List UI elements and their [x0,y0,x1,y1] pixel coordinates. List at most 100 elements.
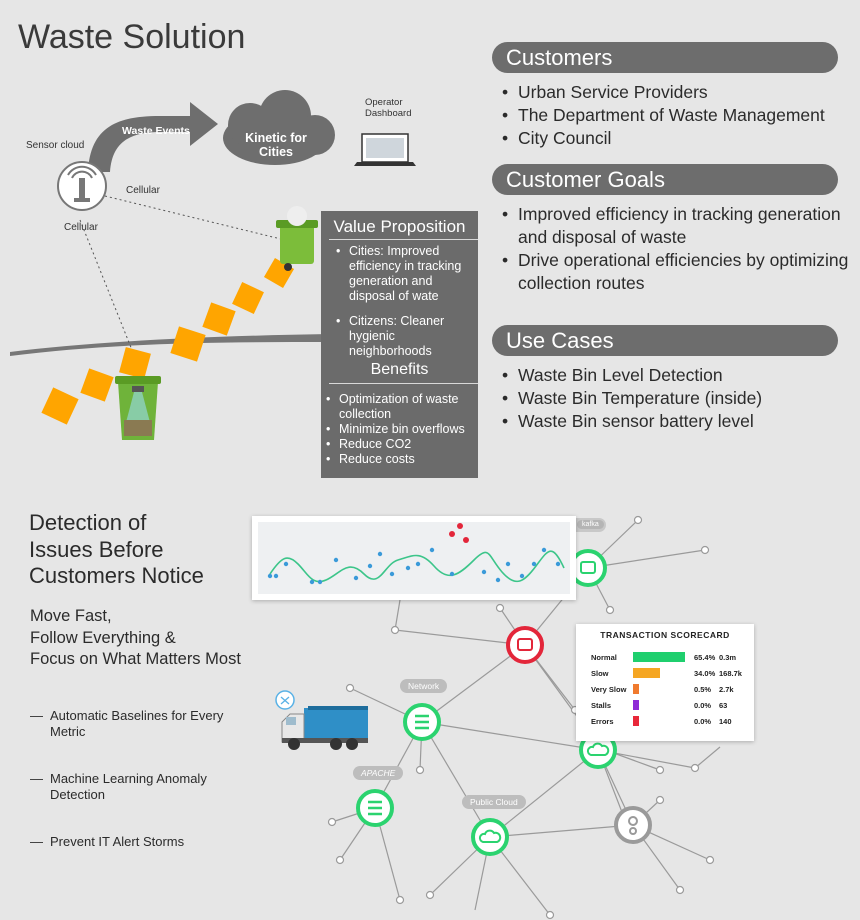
customers-header: Customers [492,42,838,73]
scorecard-percent: 0.5% [694,685,712,694]
scorecard-title: TRANSACTION SCORECARD [600,630,730,640]
list-item: Cities: Improved efficiency in tracking … [331,244,478,304]
ground-band [10,334,330,356]
cloud-icon [223,90,335,165]
network-graph [327,515,721,920]
list-item: Waste Bin sensor battery level [500,410,762,433]
sensor-cloud-label: Sensor cloud [26,140,85,151]
operator-dashboard-label: Operator Dashboard [365,97,412,119]
collection-route-squares [41,257,295,425]
list-item: Minimize bin overflows [321,422,478,437]
list-item: City Council [500,127,825,150]
value-proposition-list: Cities: Improved efficiency in tracking … [321,244,478,359]
network-small-nodes [327,515,715,920]
list-item: Waste Bin Temperature (inside) [500,387,762,410]
scorecard-label: Very Slow [591,685,627,694]
list-item: Citizens: Cleaner hygienic neighborhoods [331,314,478,359]
scorecard-bar [633,700,639,710]
cellular-link-line-2 [79,219,133,351]
list-item: Waste Bin Level Detection [500,364,762,387]
laptop-icon [354,133,416,166]
scorecard-percent: 0.0% [694,717,712,726]
value-proposition-panel: Value Proposition Cities: Improved effic… [321,211,478,478]
value-proposition-title: Value Proposition [333,217,466,236]
scorecard-bar [633,684,639,694]
scorecard-label: Slow [591,669,609,678]
kinetic-label: Kinetic for Cities [245,131,307,159]
detection-title: Detection of Issues Before Customers Not… [29,510,204,590]
node-red-alert [506,626,544,664]
scorecard-row: Very Slow 0.5% 2.7k [576,683,754,697]
public-cloud-tag: Public Cloud [462,795,526,809]
kafka-tag: kafka [577,520,604,529]
smart-bin-icon [115,376,161,440]
use-cases-header: Use Cases [492,325,838,356]
feature-label: Machine Learning Anomaly Detection [50,771,207,802]
scorecard-label: Errors [591,717,614,726]
scorecard-count: 140 [719,717,732,726]
use-cases-list: Waste Bin Level Detection Waste Bin Temp… [500,364,762,433]
customers-list: Urban Service Providers The Department o… [500,81,825,150]
scorecard-count: 0.3m [719,653,737,662]
scorecard-count: 63 [719,701,728,710]
goals-list: Improved efficiency in tracking generati… [500,203,860,295]
list-item: Urban Service Providers [500,81,825,104]
sensor-tower-icon [57,161,107,211]
detection-title-line: Customers Notice [29,563,204,588]
scorecard-row: Slow 34.0%168.7k [576,667,754,681]
scorecard-bar [633,668,661,678]
node-network [403,703,441,741]
benefits-title: Benefits [370,361,429,378]
customer-goals-header: Customer Goals [492,164,838,195]
dash-icon: — [30,771,43,786]
network-tag: Network [400,679,448,693]
garbage-truck-icon [275,690,368,750]
dash-icon: — [30,834,43,849]
node-public-cloud [471,818,509,856]
feature-label: Prevent IT Alert Storms [50,834,185,849]
scorecard-bar [633,716,639,726]
scorecard-row: Errors 0.0% 140 [576,715,754,729]
move-line: Move Fast, [30,607,112,625]
list-item: Reduce costs [321,452,478,467]
feature-label: Automatic Baselines for Every Metric [50,708,224,739]
waste-flow-diagram [10,90,416,440]
detection-title-line: Detection of [29,510,147,535]
scorecard-label: Stalls [591,701,612,710]
move-line: Follow Everything & [30,628,176,647]
list-item: The Department of Waste Management [500,104,825,127]
scorecard-count: 168.7k [719,669,742,678]
metric-line-chart [258,522,570,594]
benefits-list: Optimization of waste collection Minimiz… [321,392,478,467]
page-title: Waste Solution [18,18,246,56]
metric-chart-card [252,516,576,600]
scorecard-label: Normal [591,653,617,662]
list-item: Reduce CO2 [321,437,478,452]
dash-icon: — [30,708,43,723]
list-item: Optimization of waste collection [321,392,478,422]
scorecard-percent: 0.0% [694,701,712,710]
waste-events-label: Waste Events [122,125,190,137]
move-line: Focus on What Matters Most [30,650,241,668]
scorecard-percent: 34.0% [694,669,716,678]
list-item: Drive operational efficiencies by optimi… [500,249,860,295]
cellular-label-1: Cellular [126,185,160,196]
node-green-top [569,549,607,587]
divider [329,383,478,384]
detection-title-line: Issues Before [29,536,164,562]
node-apache [356,789,394,827]
apache-tag: APACHE [353,766,404,780]
divider [329,239,478,240]
cellular-label-2: Cellular [64,222,98,233]
move-fast-text: Move Fast, Follow Everything & Focus on … [30,606,241,671]
node-gray [614,806,652,844]
node-cloud-right [579,731,617,769]
cellular-link-line [104,195,286,241]
list-item: Improved efficiency in tracking generati… [500,203,860,249]
waste-bin-full-icon [276,206,318,271]
scorecard-count: 2.7k [719,685,734,694]
waste-events-arrow [88,102,218,172]
scorecard-row: Stalls 0.0% 63 [576,699,754,713]
